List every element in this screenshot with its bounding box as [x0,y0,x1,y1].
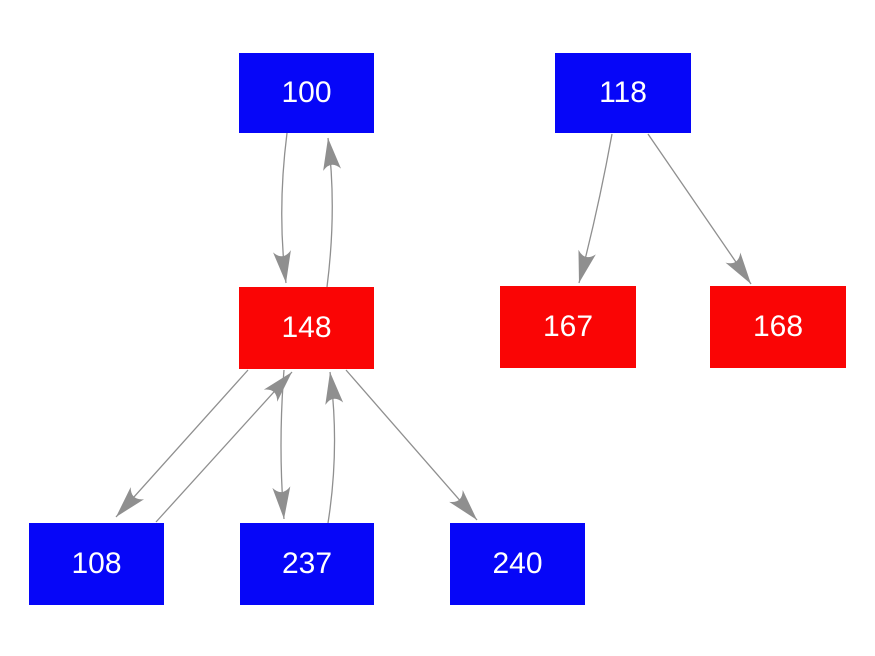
edge-100-to-148 [273,132,291,284]
node-label: 240 [492,547,543,580]
node-label: 118 [599,76,647,109]
graph-node-118[interactable]: 118 [555,53,691,133]
graph-node-148[interactable]: 148 [239,287,374,369]
graph-node-108[interactable]: 108 [29,523,164,605]
graph-node-168[interactable]: 168 [710,286,846,368]
graph-node-100[interactable]: 100 [239,53,374,133]
node-label: 237 [281,547,333,580]
edge-148-to-240 [345,369,478,521]
node-label: 108 [71,547,122,580]
node-label: 168 [752,310,804,343]
graph-node-167[interactable]: 167 [500,286,636,368]
edge-237-to-148 [325,371,344,524]
graph-node-237[interactable]: 237 [240,523,374,605]
edge-108-to-148 [155,371,293,523]
edge-148-to-100 [323,137,342,288]
graph-node-240[interactable]: 240 [450,523,585,605]
node-label: 148 [281,311,332,344]
edge-118-to-168 [647,133,752,285]
edge-148-to-108 [115,369,249,518]
edge-148-to-237 [272,369,291,520]
edge-118-to-167 [578,133,613,284]
node-label: 167 [542,310,594,343]
node-label: 100 [281,76,332,109]
